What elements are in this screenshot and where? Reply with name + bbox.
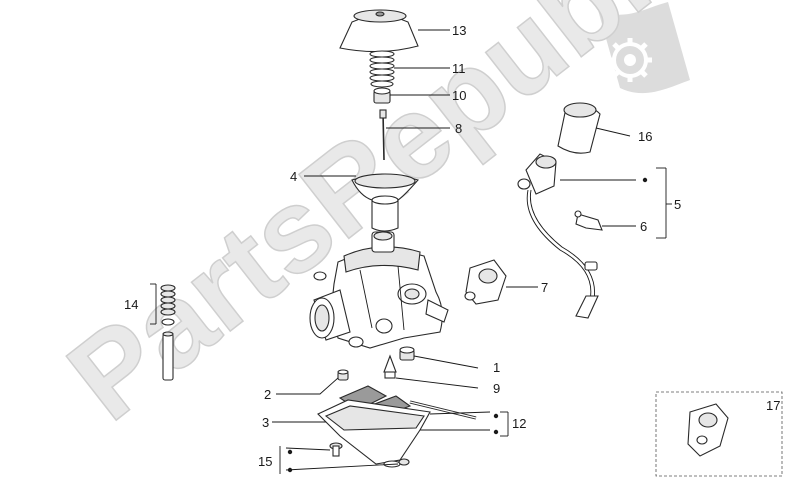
label-3: 3: [262, 415, 269, 430]
leader-lines: [150, 29, 672, 474]
label-4: 4: [290, 169, 297, 184]
label-17: 17: [766, 398, 780, 413]
part-14-idle-screw-spring: [160, 284, 176, 381]
part-11-spring: [369, 50, 395, 88]
part-16-cap: [557, 102, 601, 154]
label-2: 2: [264, 387, 271, 402]
part-1-jet-holder: [399, 346, 415, 361]
label-16: 16: [638, 129, 652, 144]
part-4-diaphragm-slide: [351, 173, 419, 232]
label-11: 11: [452, 61, 466, 76]
part-9-float-needle: [383, 354, 397, 379]
part-7-fitting: [464, 259, 507, 305]
gear-flag-icon: [598, 2, 690, 94]
label-6: 6: [640, 219, 647, 234]
label-15: 15: [258, 454, 272, 469]
part-3-float-bowl: [317, 399, 431, 468]
part-6-clip: [574, 210, 603, 231]
part-15-screws: [329, 442, 410, 466]
label-7: 7: [541, 280, 548, 295]
bullet-dot: [642, 177, 648, 183]
label-5: 5: [674, 197, 681, 212]
part-5-auto-starter: [517, 153, 599, 319]
part-8-jet-needle: [379, 109, 387, 161]
label-1: 1: [493, 360, 500, 375]
part-number-labels: 13 11 10 8 4 16 5 6 7 14 1 9 2 3 12 15 1…: [124, 23, 780, 469]
label-14: 14: [124, 297, 138, 312]
part-13-diaphragm-cover: [339, 9, 419, 53]
part-10-needle-retainer: [373, 87, 391, 104]
label-10: 10: [452, 88, 466, 103]
carburetor-body: [309, 231, 449, 349]
label-13: 13: [452, 23, 466, 38]
part-17-inset: [655, 391, 783, 477]
label-12: 12: [512, 416, 526, 431]
label-9: 9: [493, 381, 500, 396]
part-2-plug: [337, 369, 349, 381]
label-8: 8: [455, 121, 462, 136]
